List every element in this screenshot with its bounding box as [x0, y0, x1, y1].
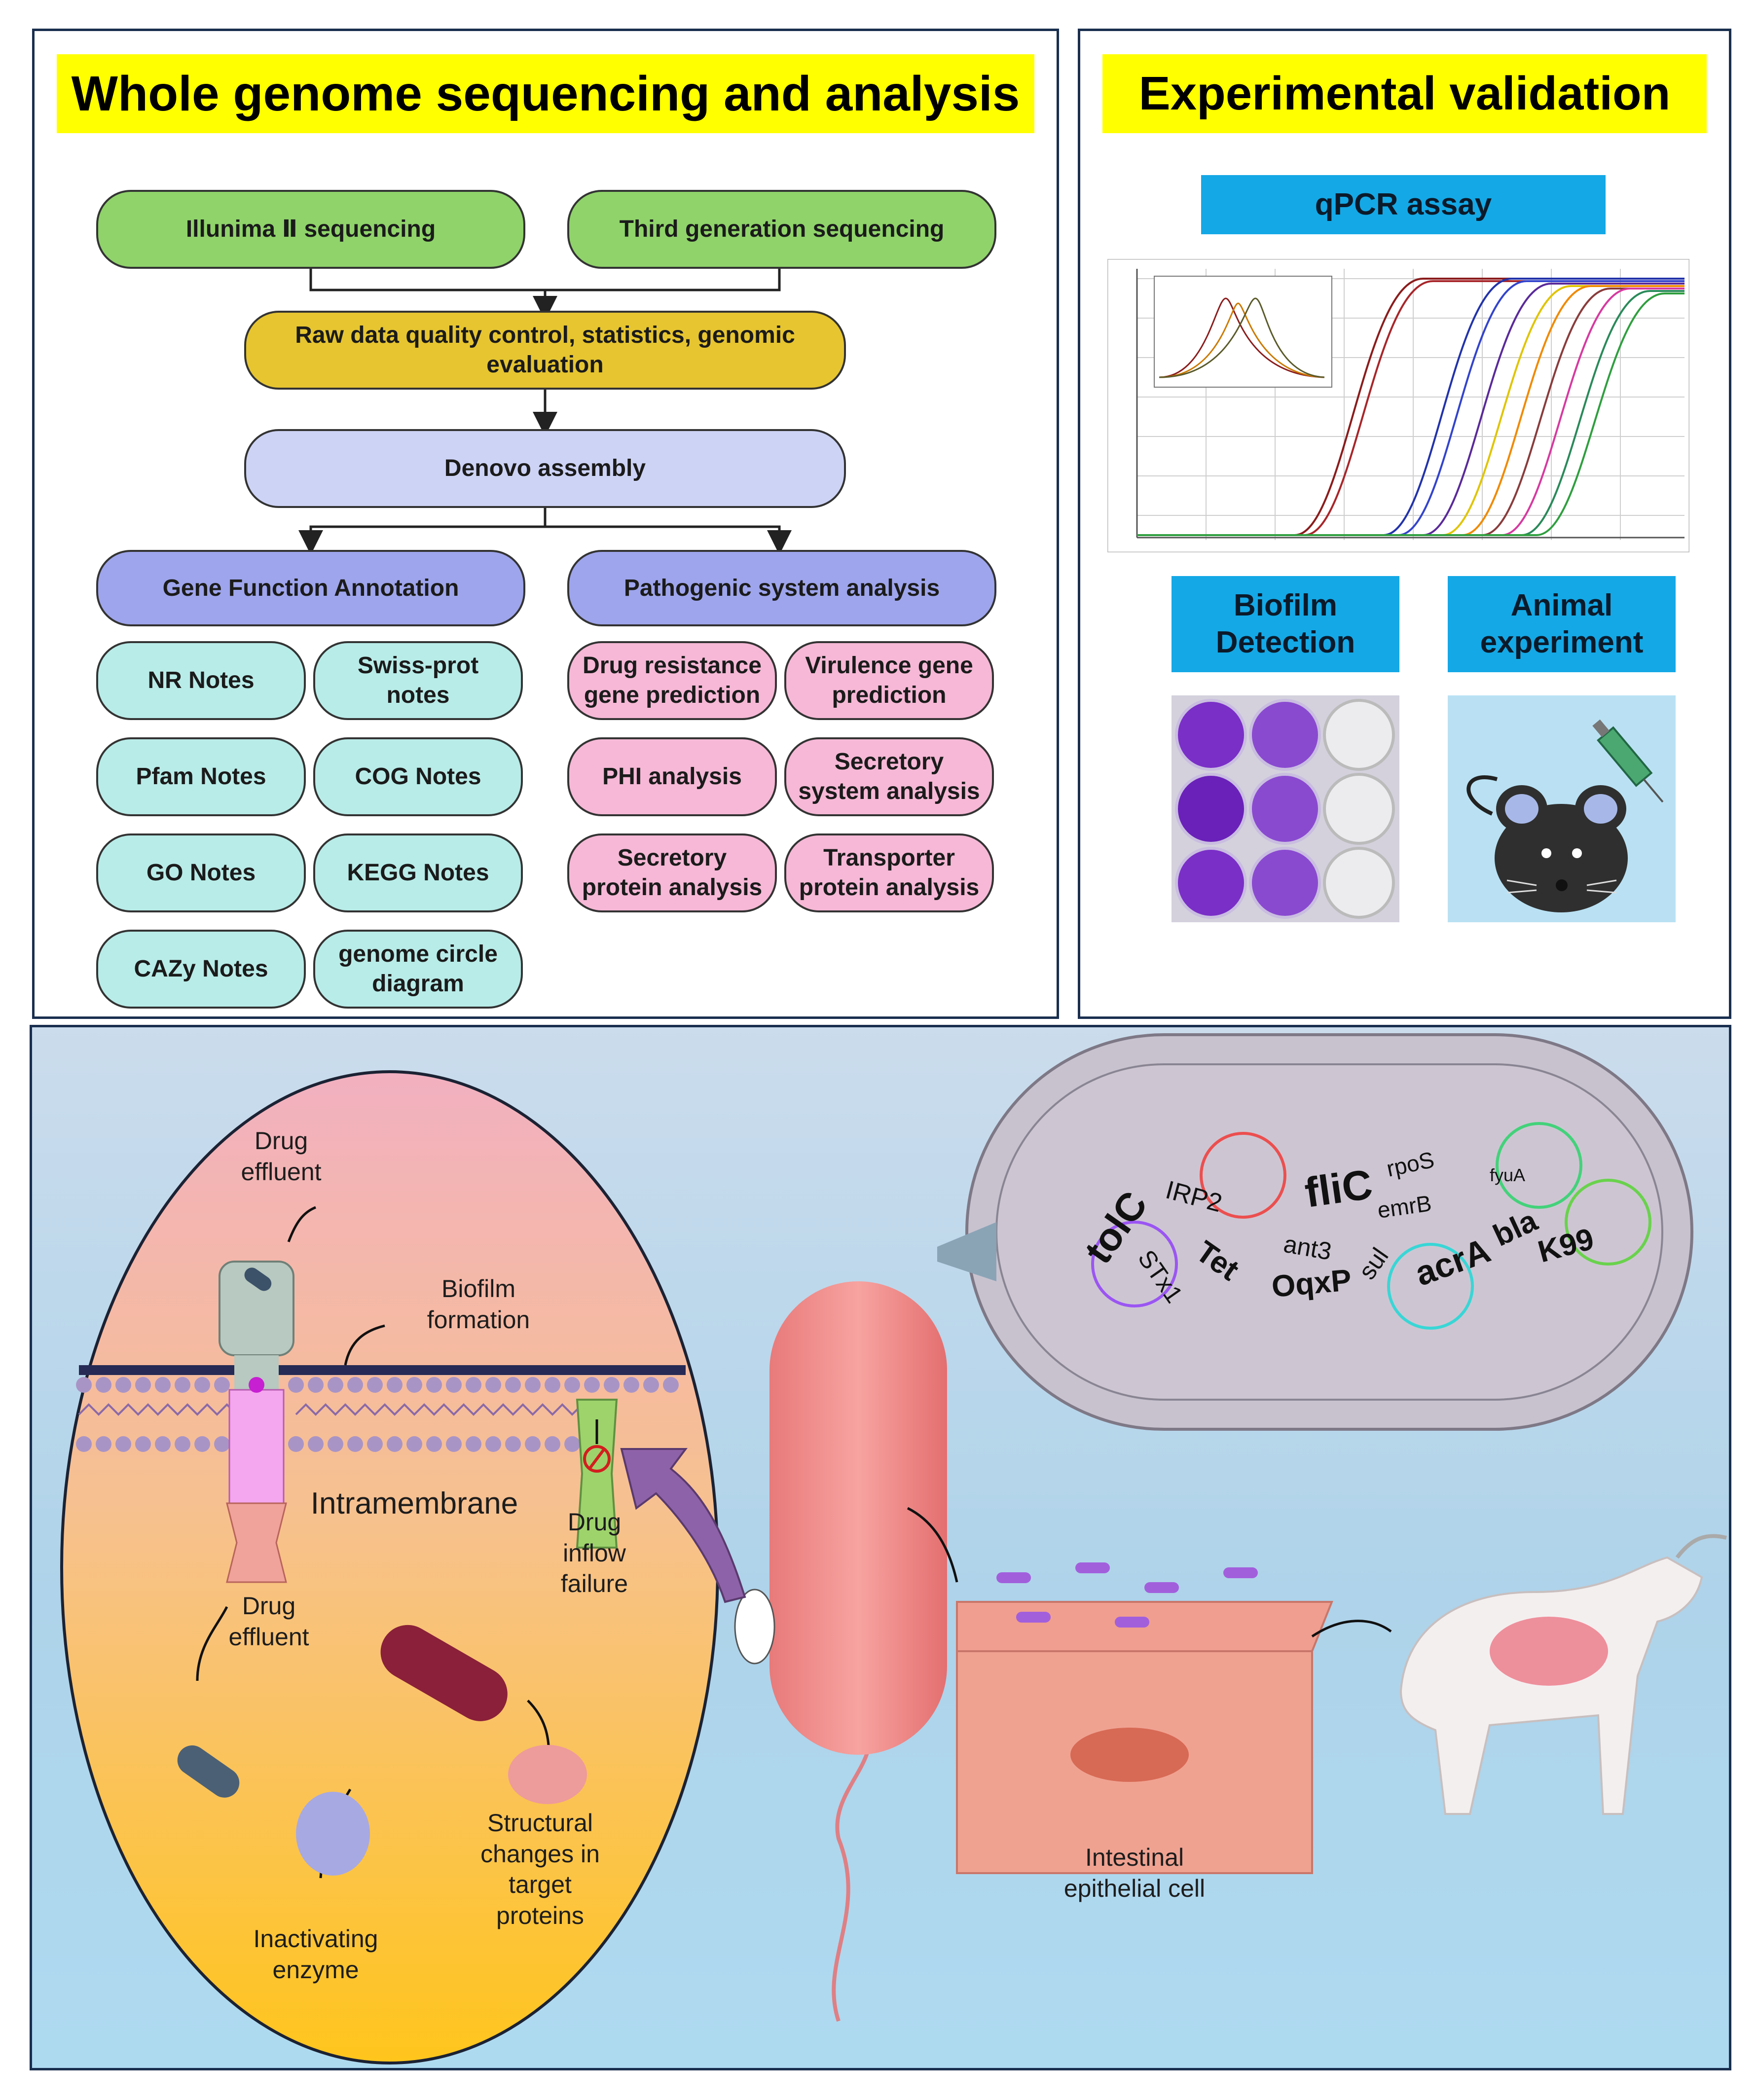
drug-effluent-bottom-label: Drug effluent: [228, 1592, 309, 1651]
secretory-protein-box: Secretory protein analysis: [567, 833, 777, 912]
drug-inflow-failure-label: Drug inflow failure: [560, 1508, 628, 1597]
gene-rpoS: rpoS: [1384, 1147, 1436, 1182]
phi-box: PHI analysis: [567, 737, 777, 816]
gene-OqxP: OqxP: [1270, 1263, 1353, 1304]
gene-labels: tolC IRP2 fliC rpoS fyuA emrB ant3 Tet b…: [1076, 1147, 1598, 1308]
gene-Tet: Tet: [1190, 1234, 1245, 1287]
virulence-box: Virulence gene prediction: [784, 641, 994, 720]
third-gen-sequencing-box: Third generation sequencing: [567, 190, 996, 269]
wgs-connectors: [298, 269, 792, 555]
qc-box: Raw data quality control, statistics, ge…: [244, 311, 846, 390]
swissprot-box: Swiss-prot notes: [313, 641, 523, 720]
drug-effluent-top-label: Drug effluent: [241, 1127, 322, 1186]
gene-IRP2: IRP2: [1163, 1176, 1225, 1218]
gene-STx1: STx1: [1133, 1245, 1188, 1308]
gene-emrB: emrB: [1376, 1190, 1433, 1223]
gene-acrA: acrA: [1410, 1231, 1495, 1294]
wgs-title: Whole genome sequencing and analysis: [57, 54, 1034, 133]
gene-function-box: Gene Function Annotation: [96, 550, 525, 626]
gene-sul: sul: [1353, 1243, 1394, 1284]
cazy-notes-box: CAZy Notes: [96, 930, 306, 1009]
qpcr-chart: [1107, 259, 1689, 552]
qpcr-banner: qPCR assay: [1201, 175, 1606, 234]
intramembrane-label: Intramembrane: [310, 1486, 518, 1521]
illumina-sequencing-box: Illunima Ⅱ sequencing: [96, 190, 525, 269]
gene-K99: K99: [1535, 1222, 1598, 1269]
transporter-box: Transporter protein analysis: [784, 833, 994, 912]
pfam-notes-box: Pfam Notes: [96, 737, 306, 816]
drug-resistance-box: Drug resistance gene prediction: [567, 641, 777, 720]
gene-ant3: ant3: [1282, 1230, 1334, 1266]
intestinal-cell-label: Intestinal epithelial cell: [1063, 1844, 1206, 1902]
nr-notes-box: NR Notes: [96, 641, 306, 720]
mouse-illustration: [1448, 695, 1676, 922]
go-notes-box: GO Notes: [96, 833, 306, 912]
secretory-system-box: Secretory system analysis: [784, 737, 994, 816]
kegg-notes-box: KEGG Notes: [313, 833, 523, 912]
genome-circle-box: genome circle diagram: [313, 930, 523, 1009]
assembly-box: Denovo assembly: [244, 429, 846, 508]
pathogenic-box: Pathogenic system analysis: [567, 550, 996, 626]
inactivating-enzyme-label: Inactivating enzyme: [253, 1925, 378, 1984]
validation-title: Experimental validation: [1102, 54, 1707, 133]
biofilm-formation-label: Biofilm formation: [427, 1275, 530, 1334]
gene-bla: bla: [1488, 1203, 1543, 1253]
biofilm-plate-image: [1172, 695, 1399, 922]
animal-banner: Animal experiment: [1448, 576, 1676, 672]
gene-fyuA: fyuA: [1490, 1165, 1525, 1185]
mechanism-illustration: [60, 1033, 1727, 2064]
cog-notes-box: COG Notes: [313, 737, 523, 816]
biofilm-banner: Biofilm Detection: [1172, 576, 1399, 672]
gene-fliC: fliC: [1302, 1161, 1375, 1217]
structural-changes-label: Structural changes in target proteins: [480, 1809, 600, 1929]
